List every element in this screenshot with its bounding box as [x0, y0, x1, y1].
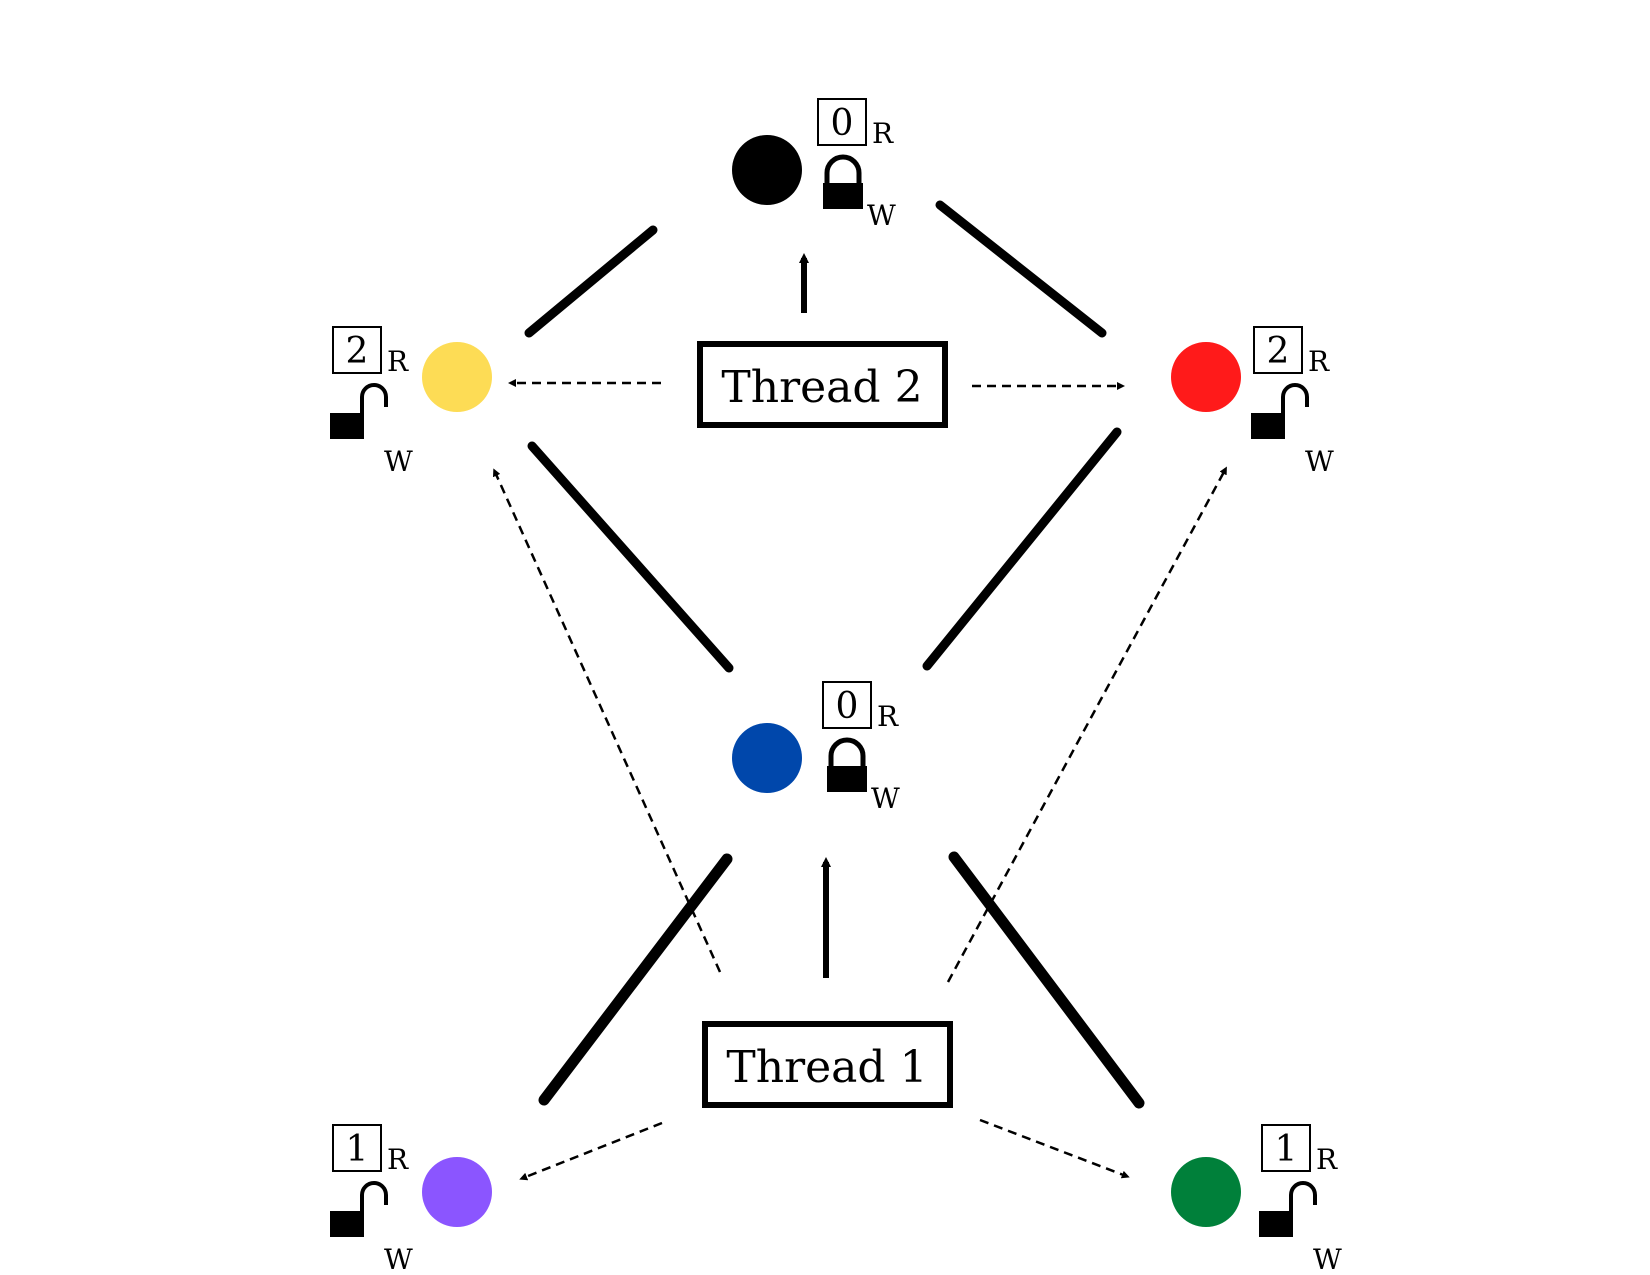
- lock-open-icon: [1251, 383, 1309, 439]
- node-dot: [422, 342, 492, 412]
- node-dot: [1171, 342, 1241, 412]
- thread-1-pending-bottom-right-arrow: [979, 1118, 1130, 1179]
- thread-1-pending-bottom-left-arrow: [519, 1121, 663, 1181]
- lock-closed-icon: [827, 737, 867, 792]
- read-label: R: [387, 1143, 409, 1176]
- read-count: 0: [831, 103, 854, 144]
- write-label: W: [867, 199, 896, 232]
- write-label: W: [384, 445, 413, 478]
- edge-left-center: [527, 441, 734, 673]
- thread-1-label: Thread 1: [726, 1042, 927, 1093]
- edge-center-bottom-left: [538, 853, 733, 1106]
- count-box: [817, 98, 867, 146]
- thread-1-pending-right-arrow: [946, 466, 1227, 983]
- read-count: 2: [1267, 331, 1290, 372]
- node-dot: [422, 1157, 492, 1227]
- read-label: R: [1308, 345, 1330, 378]
- node-dot: [732, 723, 802, 793]
- write-label: W: [1305, 445, 1334, 478]
- count-box: [332, 326, 382, 374]
- node-dot: [732, 135, 802, 205]
- thread-2-box: Thread 2: [697, 341, 948, 428]
- edge-top-left: [524, 225, 658, 338]
- edge-center-bottom-right: [948, 851, 1145, 1109]
- edge-top-right: [935, 200, 1107, 338]
- graph-edges: [524, 200, 1145, 1109]
- read-label: R: [872, 117, 894, 150]
- thread-2-label: Thread 2: [721, 362, 922, 413]
- write-label: W: [871, 782, 900, 815]
- lock-open-icon: [1259, 1181, 1317, 1237]
- read-count: 0: [836, 686, 859, 727]
- read-count: 1: [1275, 1129, 1298, 1170]
- read-label: R: [877, 700, 899, 733]
- thread-1-box: Thread 1: [702, 1021, 953, 1108]
- count-box: [332, 1124, 382, 1172]
- lock-closed-icon: [823, 154, 863, 209]
- read-label: R: [387, 345, 409, 378]
- read-count: 1: [346, 1129, 369, 1170]
- lock-open-icon: [330, 383, 388, 439]
- thread-1-pending-left-arrow: [492, 468, 722, 973]
- count-box: [822, 681, 872, 729]
- read-label: R: [1316, 1143, 1338, 1176]
- count-box: [1261, 1124, 1311, 1172]
- thread-arrows: [492, 253, 1227, 1181]
- edge-right-center: [922, 427, 1122, 671]
- read-count: 2: [346, 331, 369, 372]
- write-label: W: [1313, 1243, 1342, 1275]
- node-dot: [1171, 1157, 1241, 1227]
- count-box: [1253, 326, 1303, 374]
- write-label: W: [384, 1243, 413, 1275]
- lock-open-icon: [330, 1181, 388, 1237]
